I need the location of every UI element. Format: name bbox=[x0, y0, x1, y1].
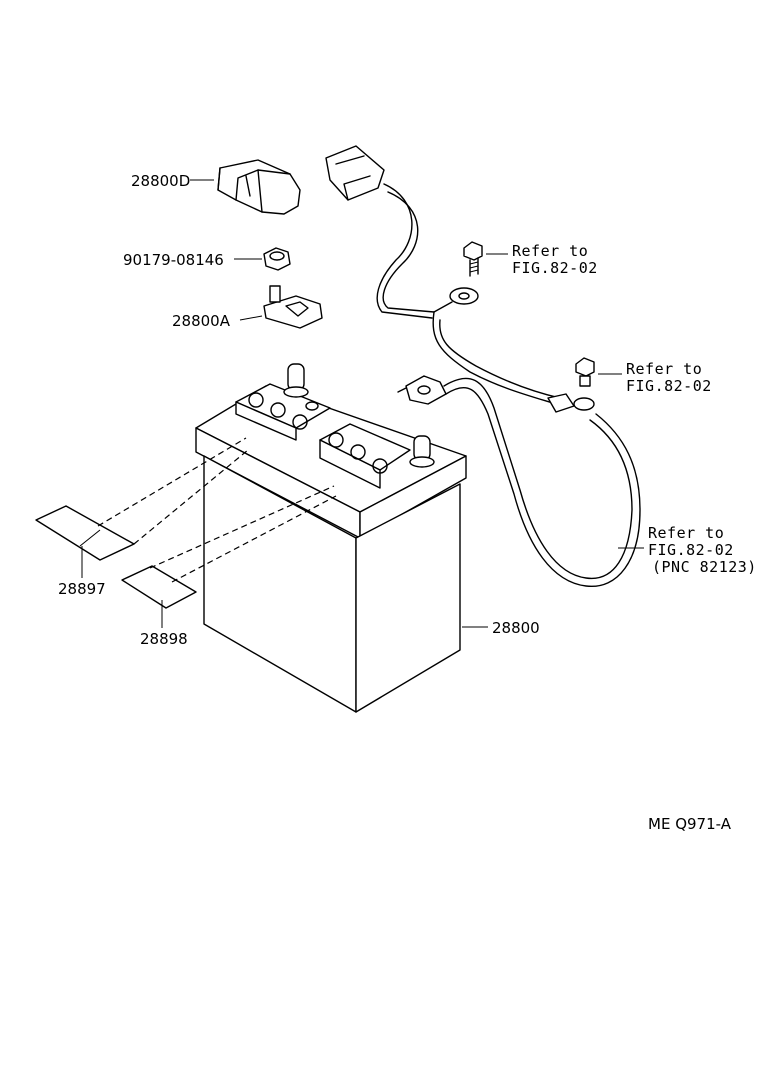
label-sheet-2: 28898 bbox=[140, 630, 188, 648]
leader-battery-clamp bbox=[239, 315, 263, 321]
label-battery: 28800 bbox=[492, 619, 540, 637]
battery-drawing bbox=[195, 363, 467, 713]
upper-cable-drawing bbox=[325, 145, 595, 413]
battery-clamp-drawing bbox=[263, 285, 323, 329]
lower-cable-drawing bbox=[397, 375, 644, 587]
ref2-line1: Refer to bbox=[626, 360, 702, 378]
label-nut: 90179-08146 bbox=[123, 251, 224, 269]
ref3-line2: FIG.82-02 bbox=[648, 541, 734, 559]
label-sheet-1-drawing bbox=[35, 437, 249, 561]
ref3-line3: (PNC 82123) bbox=[652, 558, 757, 576]
ref3-line1: Refer to bbox=[648, 524, 724, 542]
nut-drawing bbox=[263, 247, 291, 271]
label-battery-clamp: 28800A bbox=[172, 312, 231, 330]
ref1-line1: Refer to bbox=[512, 242, 588, 260]
ref2-line2: FIG.82-02 bbox=[626, 377, 712, 395]
terminal-cover-drawing bbox=[217, 159, 301, 215]
label-terminal-cover: 28800D bbox=[131, 172, 190, 190]
label-sheet-2-drawing bbox=[121, 485, 337, 609]
figure-code: ME Q971-A bbox=[648, 815, 732, 833]
bolt-1-drawing bbox=[463, 241, 483, 277]
label-sheet-1: 28897 bbox=[58, 580, 106, 598]
ref1-line2: FIG.82-02 bbox=[512, 259, 598, 277]
bolt-2-drawing bbox=[575, 357, 595, 387]
